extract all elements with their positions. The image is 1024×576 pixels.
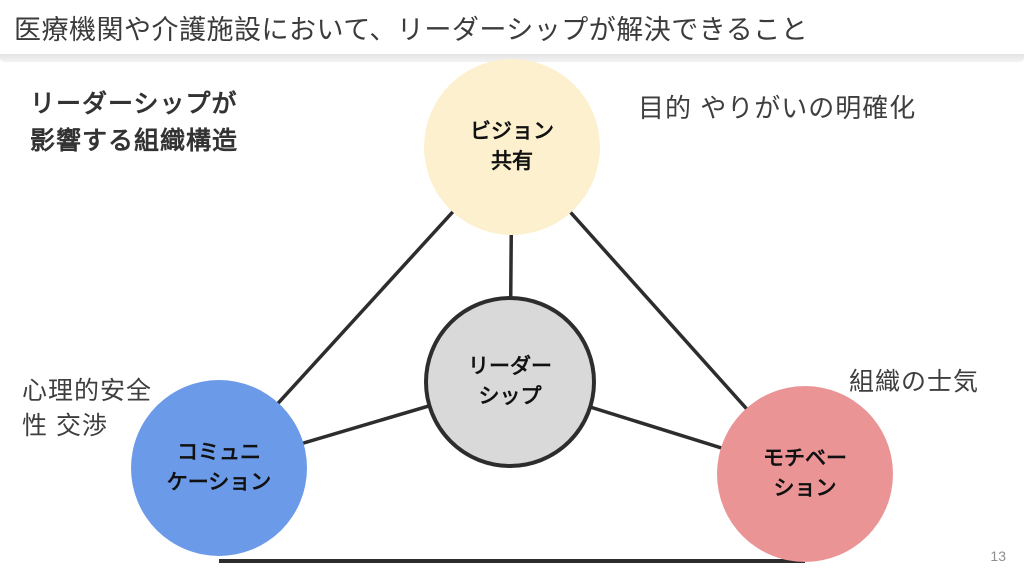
node-communication: コミュニ ケーション: [131, 380, 307, 556]
annotation-org-structure: リーダーシップが 影響する組織構造: [30, 90, 239, 155]
node-vision-sharing: ビジョン 共有: [424, 59, 600, 235]
page-number: 13: [990, 548, 1006, 564]
title-divider: [0, 54, 1024, 62]
annotation-purpose-clarification: 目的 やりがいの明確化: [638, 93, 917, 123]
slide-title: 医療機関や介護施設において、リーダーシップが解決できること: [14, 15, 809, 45]
node-motivation: モチベー ション: [717, 386, 893, 562]
annotation-org-morale: 組織の士気: [849, 368, 980, 396]
annotation-psychological-safety: 心理的安全 性 交渉: [22, 377, 153, 440]
node-leadership: リーダー シップ: [424, 296, 596, 468]
